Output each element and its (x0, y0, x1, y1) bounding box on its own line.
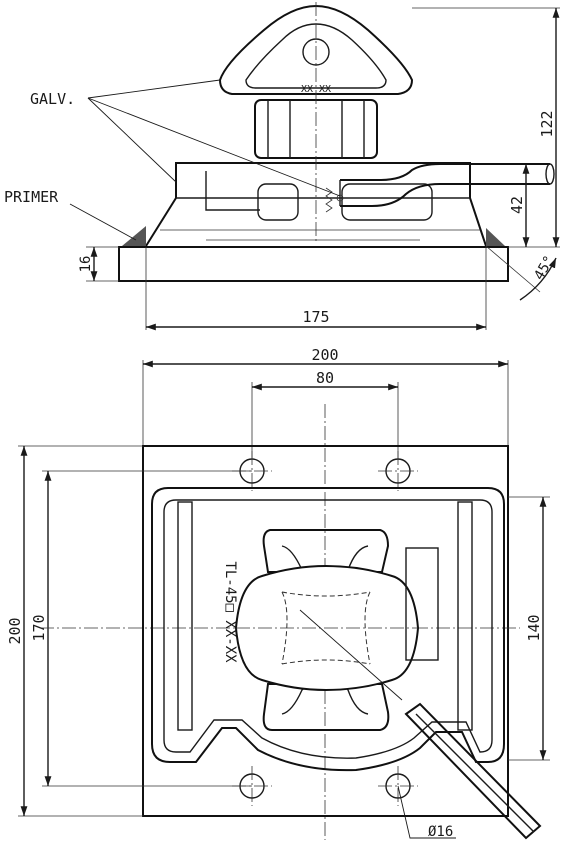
top-view: 200 80 200 170 140 (6, 346, 550, 840)
dim-16: 16 (78, 256, 94, 273)
bottom-lug (262, 683, 390, 731)
top-lug (262, 529, 390, 573)
bolt-hole (378, 766, 418, 806)
bolt-hole (232, 451, 272, 491)
dim-170: 170 (30, 614, 48, 641)
side-view: XX XX GALV. PRIMER 122 42 16 45° (4, 2, 560, 331)
angle-45: 45° (531, 253, 558, 283)
side-body (145, 162, 487, 247)
label-primer: PRIMER (4, 188, 59, 206)
label-galv: GALV. (30, 90, 75, 108)
dim-hole-dia: Ø16 (428, 824, 453, 840)
dim-200-height: 200 (6, 617, 24, 644)
side-ring (218, 4, 414, 95)
ring-marking: XX XX (301, 84, 331, 95)
dim-122: 122 (538, 110, 556, 137)
bolt-hole (232, 766, 272, 806)
top-body-outline (151, 487, 505, 772)
dim-42: 42 (508, 196, 526, 214)
dim-200-width: 200 (311, 346, 338, 364)
bolt-hole (378, 451, 418, 491)
top-base-plate (142, 445, 509, 817)
side-handle (340, 163, 550, 181)
primer-weld-left (122, 226, 146, 246)
primer-weld-right (486, 228, 505, 246)
side-base-plate (118, 246, 509, 282)
top-handle (404, 702, 542, 840)
dim-175: 175 (302, 308, 329, 326)
dim-80: 80 (316, 369, 334, 387)
dim-140: 140 (525, 614, 543, 641)
part-marking: TL-45□ XX-XX (222, 561, 238, 663)
